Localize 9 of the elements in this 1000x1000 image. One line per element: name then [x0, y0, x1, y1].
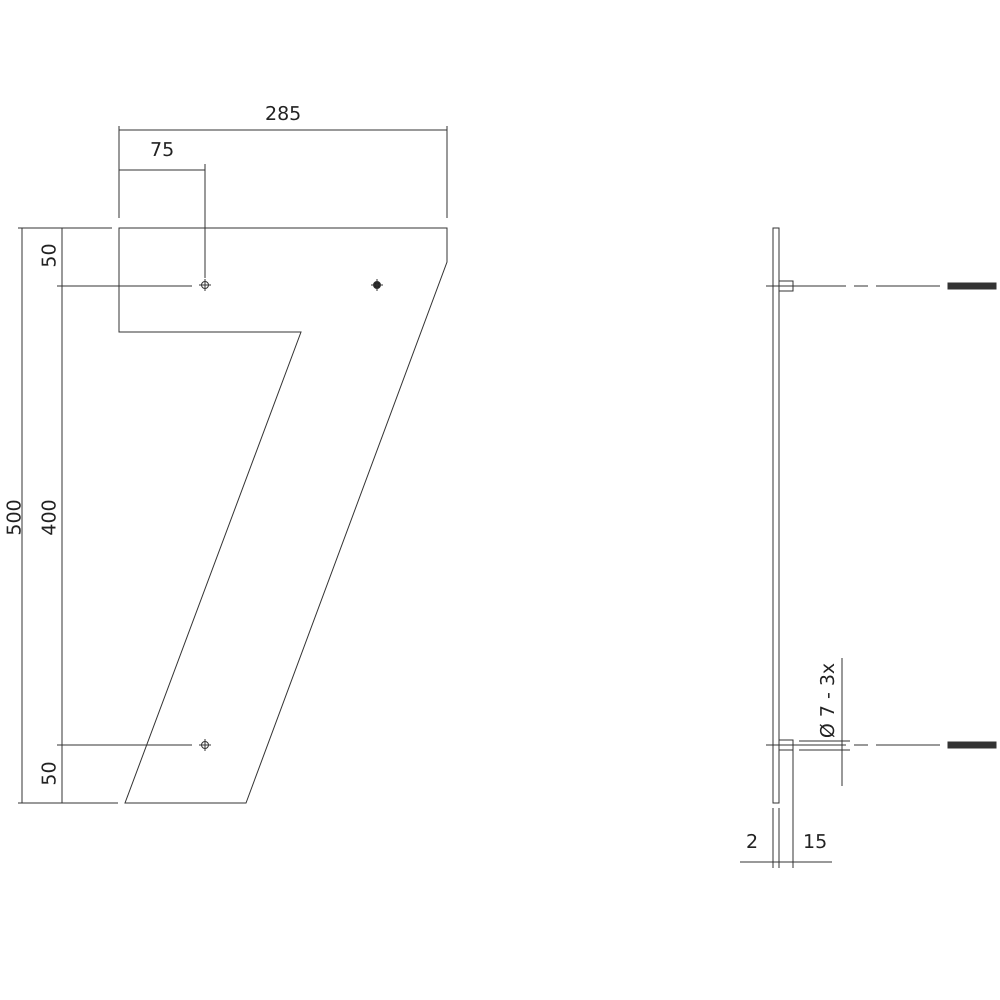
dimension-value: 2 — [746, 833, 758, 852]
dimension-value: 50 — [40, 760, 60, 786]
hole-diameter-label: Ø 7 - 3x — [818, 662, 838, 738]
dimension-value: 50 — [40, 242, 60, 268]
dimension-value: 285 — [265, 105, 302, 124]
dimension-value: 400 — [40, 498, 60, 536]
dimension-value: 75 — [150, 141, 174, 160]
dimension-value: 500 — [6, 498, 25, 536]
dimension-value: 15 — [803, 833, 828, 852]
